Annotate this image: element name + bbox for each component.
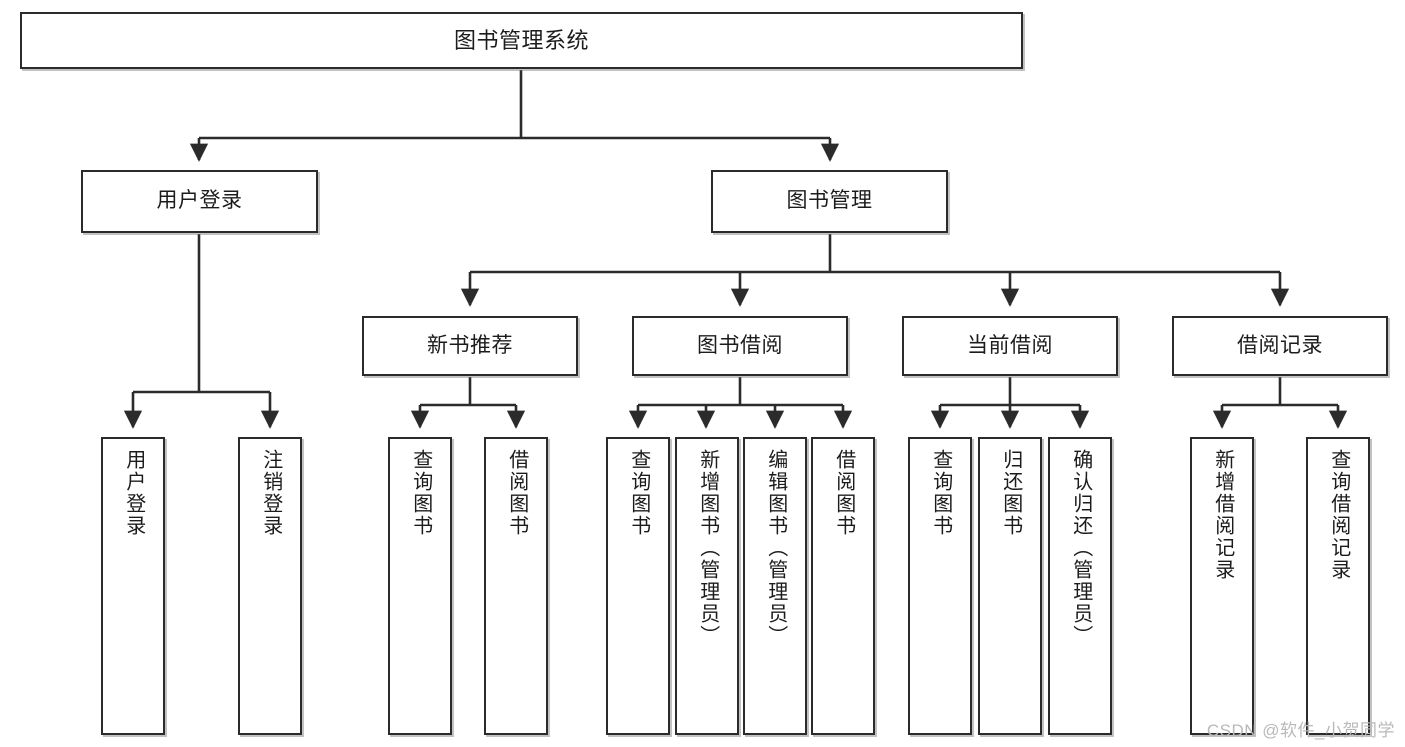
node-leaf-return-book[interactable]: 归还图书 — [978, 437, 1042, 735]
node-label: 图书管理 — [786, 189, 873, 213]
node-label: 查询图书 — [929, 449, 952, 537]
node-leaf-add-book-admin[interactable]: 新增图书（管理员） — [675, 437, 739, 735]
node-leaf-query-book-recommend[interactable]: 查询图书 — [388, 437, 452, 735]
node-label: 查询图书 — [409, 449, 432, 537]
node-leaf-borrow-book-recommend[interactable]: 借阅图书 — [484, 437, 548, 735]
node-label: 查询借阅记录 — [1327, 449, 1350, 581]
node-root-book-management-system[interactable]: 图书管理系统 — [20, 12, 1023, 69]
csdn-watermark: CSDN @软件_小贺同学 — [1206, 721, 1395, 740]
node-leaf-borrow-book[interactable]: 借阅图书 — [811, 437, 875, 735]
node-label: 图书借阅 — [697, 333, 783, 357]
node-label: 借阅图书 — [832, 449, 855, 537]
node-current-borrow[interactable]: 当前借阅 — [902, 316, 1118, 376]
node-label: 当前借阅 — [967, 333, 1053, 357]
node-label: 借阅图书 — [505, 449, 528, 537]
node-leaf-query-book-current[interactable]: 查询图书 — [908, 437, 972, 735]
node-leaf-add-borrow-record[interactable]: 新增借阅记录 — [1190, 437, 1254, 735]
node-borrow-record[interactable]: 借阅记录 — [1172, 316, 1388, 376]
node-label: 注销登录 — [259, 449, 282, 537]
node-label: 新书推荐 — [427, 333, 513, 357]
node-label: 用户登录 — [122, 449, 145, 537]
node-leaf-user-login[interactable]: 用户登录 — [101, 437, 165, 735]
node-label: 查询图书 — [627, 449, 650, 537]
node-label: 图书管理系统 — [453, 27, 589, 53]
node-book-borrow[interactable]: 图书借阅 — [632, 316, 848, 376]
node-label: 编辑图书（管理员） — [764, 449, 787, 647]
node-new-book-recommend[interactable]: 新书推荐 — [362, 316, 578, 376]
node-book-management[interactable]: 图书管理 — [711, 170, 948, 233]
node-label: 归还图书 — [999, 449, 1022, 537]
node-leaf-confirm-return-admin[interactable]: 确认归还（管理员） — [1048, 437, 1112, 735]
node-leaf-query-book-borrow[interactable]: 查询图书 — [606, 437, 670, 735]
node-label: 用户登录 — [156, 189, 243, 213]
node-leaf-logout-login[interactable]: 注销登录 — [238, 437, 302, 735]
node-label: 新增借阅记录 — [1211, 449, 1234, 581]
node-leaf-edit-book-admin[interactable]: 编辑图书（管理员） — [743, 437, 807, 735]
node-label: 新增图书（管理员） — [696, 449, 719, 647]
node-user-login[interactable]: 用户登录 — [81, 170, 318, 233]
node-leaf-query-borrow-record[interactable]: 查询借阅记录 — [1306, 437, 1370, 735]
node-label: 确认归还（管理员） — [1069, 449, 1092, 647]
node-label: 借阅记录 — [1237, 333, 1323, 357]
